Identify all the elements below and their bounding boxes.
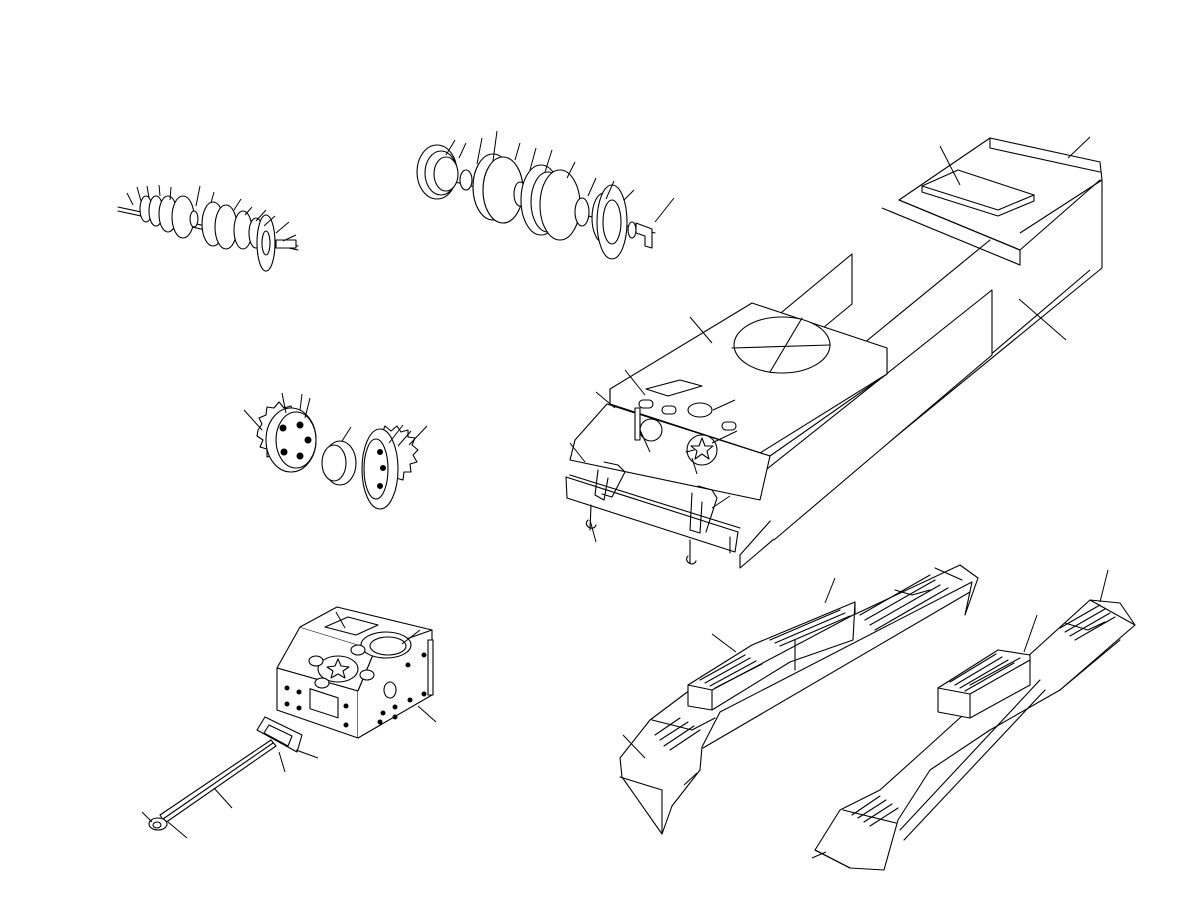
axle <box>141 716 319 839</box>
main-chassis <box>565 136 1103 569</box>
large-bearing-stack <box>416 130 675 260</box>
left-track <box>619 564 979 835</box>
right-track <box>811 569 1136 871</box>
gearbox <box>276 606 437 739</box>
small-bearing-stack <box>117 184 299 272</box>
sprocket-assembly <box>243 392 428 510</box>
